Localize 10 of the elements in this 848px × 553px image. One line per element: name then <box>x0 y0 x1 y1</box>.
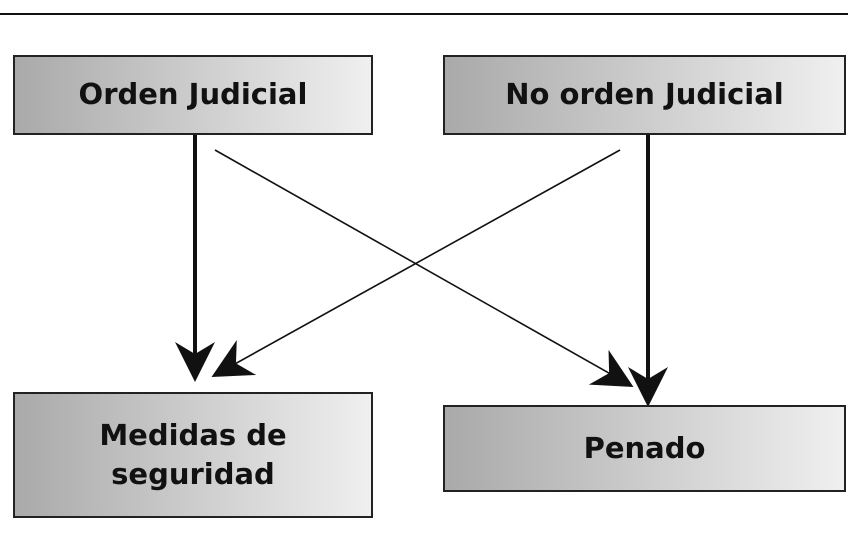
process-box <box>13 392 373 518</box>
process-box <box>13 55 373 135</box>
arrow <box>175 135 215 382</box>
box-label: Medidas de seguridad <box>98 416 288 493</box>
process-box <box>443 55 846 135</box>
box-label: Orden Judicial <box>78 76 308 114</box>
process-box <box>443 405 846 492</box>
box-label: Penado <box>584 430 706 467</box>
box-label: No orden Judicial <box>505 76 784 114</box>
arrow <box>628 135 668 407</box>
